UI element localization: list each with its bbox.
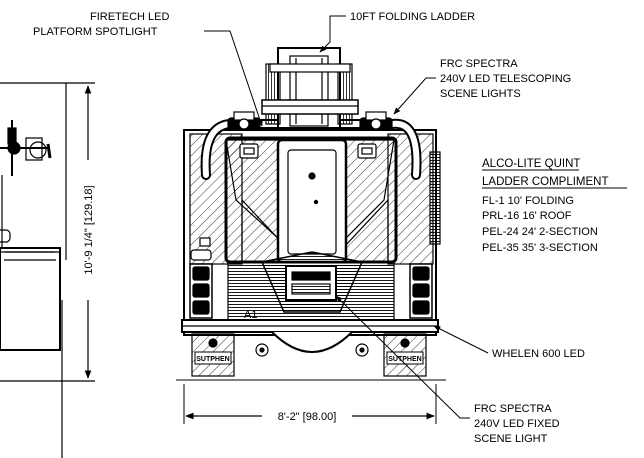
ladder-compliment-title-1: ALCO-LITE QUINT bbox=[482, 158, 580, 170]
side-view-partial bbox=[0, 82, 95, 458]
rear-elevation: SUTPHEN SUTPHEN A1 bbox=[176, 47, 446, 381]
whelen-warning-lights-right bbox=[409, 263, 433, 319]
telescoping-scene-light-left bbox=[227, 111, 261, 131]
callout-whelen: WHELEN 600 LED bbox=[433, 325, 585, 360]
callout-telescoping-line1: FRC SPECTRA bbox=[440, 58, 518, 70]
badge-right: SUTPHEN bbox=[388, 356, 421, 363]
height-dimension-label: 10'-9 1/4" [129.18] bbox=[83, 185, 95, 274]
side-nozzle-fitting bbox=[0, 120, 52, 176]
ladder-item: PRL-16 16' ROOF bbox=[482, 210, 572, 222]
ladder-item: PEL-35 35' 3-SECTION bbox=[482, 242, 598, 254]
callout-telescoping-line2: 240V LED TELESCOPING bbox=[440, 73, 571, 85]
fixed-scene-light bbox=[285, 265, 337, 301]
ladder-compliment-table: ALCO-LITE QUINT LADDER COMPLIMENT FL-1 1… bbox=[482, 158, 627, 254]
callout-telescoping-line3: SCENE LIGHTS bbox=[440, 88, 521, 100]
badge-left: SUTPHEN bbox=[196, 356, 229, 363]
callout-ladder-text: 10FT FOLDING LADDER bbox=[350, 11, 475, 23]
callout-spotlight-line1: FIRETECH LED bbox=[90, 11, 170, 23]
ladder-item: PEL-24 24' 2-SECTION bbox=[482, 226, 598, 238]
callout-whelen-text: WHELEN 600 LED bbox=[492, 348, 585, 360]
telescoping-scene-light-right bbox=[359, 111, 393, 131]
width-dimension: 8'-2" [98.00] bbox=[183, 384, 437, 424]
callout-fixed-line3: SCENE LIGHT bbox=[474, 433, 548, 445]
callout-telescoping-lights: FRC SPECTRA 240V LED TELESCOPING SCENE L… bbox=[393, 58, 571, 115]
callout-fixed-scene-light: FRC SPECTRA 240V LED FIXED SCENE LIGHT bbox=[335, 295, 560, 445]
width-dimension-label: 8'-2" [98.00] bbox=[278, 411, 337, 423]
callout-spotlight: FIRETECH LED PLATFORM SPOTLIGHT bbox=[33, 11, 263, 127]
callout-spotlight-line2: PLATFORM SPOTLIGHT bbox=[33, 26, 158, 38]
compartment-label: A1 bbox=[244, 309, 257, 321]
ladder-item: FL-1 10' FOLDING bbox=[482, 195, 574, 207]
whelen-warning-lights-left bbox=[189, 237, 213, 319]
height-dimension: 10'-9 1/4" [129.18] bbox=[83, 85, 95, 379]
callout-ladder: 10FT FOLDING LADDER bbox=[319, 11, 475, 53]
folding-ladder bbox=[261, 47, 359, 129]
ladder-compliment-title-2: LADDER COMPLIMENT bbox=[482, 176, 609, 188]
callout-fixed-line1: FRC SPECTRA bbox=[474, 403, 552, 415]
callout-fixed-line2: 240V LED FIXED bbox=[474, 418, 560, 430]
